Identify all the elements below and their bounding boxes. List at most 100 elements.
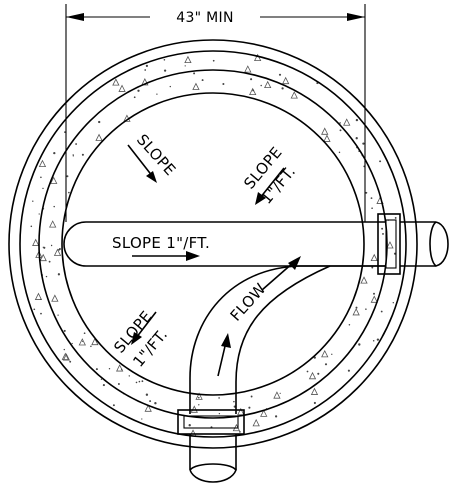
- bench-outer-circle: [38, 69, 388, 419]
- slope-arrow-upper-left: [127, 144, 157, 183]
- aggregate-triangle: [343, 118, 351, 126]
- aggregate-dot: [64, 131, 66, 133]
- aggregate-dot: [371, 266, 374, 269]
- aggregate-dot: [128, 375, 131, 377]
- aggregate-dot: [313, 401, 316, 405]
- aggregate-dot: [75, 143, 78, 145]
- aggregate-dot: [252, 89, 255, 92]
- aggregate-dot: [371, 207, 373, 209]
- aggregate-dot: [218, 412, 221, 415]
- aggregate-dot: [201, 79, 204, 82]
- dimension-label: 43" MIN: [176, 10, 234, 26]
- aggregate-dot: [69, 360, 72, 363]
- aggregate-triangle: [310, 387, 319, 395]
- aggregate-dot: [40, 176, 42, 179]
- slope-arrow-upper-right: [255, 167, 285, 205]
- aggregate-triangle: [95, 133, 103, 141]
- aggregate-dot: [30, 225, 33, 228]
- aggregate-dot: [324, 363, 328, 366]
- aggregate-dot: [260, 84, 262, 87]
- aggregate-triangle: [323, 134, 331, 142]
- aggregate-dot: [339, 122, 341, 124]
- aggregate-triangle: [308, 371, 317, 380]
- aggregate-triangle: [116, 364, 124, 372]
- aggregate-dot: [281, 87, 284, 90]
- aggregate-dot: [141, 380, 144, 383]
- aggregate-dot: [72, 155, 74, 157]
- aggregate-dot: [141, 418, 143, 420]
- aggregate-triangle: [290, 91, 298, 99]
- aggregate-dot: [50, 244, 53, 247]
- aggregate-triangle: [32, 238, 40, 246]
- aggregate-triangle: [112, 78, 120, 86]
- aggregate-dot: [279, 392, 281, 394]
- aggregate-triangle: [195, 392, 203, 400]
- aggregate-dot: [163, 59, 166, 61]
- aggregate-dot: [45, 275, 48, 278]
- aggregate-triangle: [39, 253, 47, 262]
- aggregate-triangle: [321, 127, 329, 135]
- aggregate-dot: [233, 400, 235, 403]
- aggregate-dot: [355, 306, 358, 309]
- aggregate-triangle: [386, 241, 394, 249]
- aggregate-triangle: [50, 176, 58, 184]
- aggregate-dot: [370, 197, 373, 200]
- aggregate-triangle: [321, 349, 329, 358]
- aggregate-dot: [40, 312, 42, 315]
- aggregate-triangle: [78, 338, 86, 346]
- channel-horizontal: [63, 221, 386, 267]
- aggregate-dot: [102, 384, 105, 387]
- aggregate-dot: [373, 292, 375, 295]
- aggregate-dot: [98, 120, 101, 124]
- pipe-inlet-bottom: [177, 409, 245, 483]
- aggregate-dot: [222, 82, 225, 86]
- aggregate-dot: [218, 397, 220, 399]
- pipe-outlet-right: [377, 213, 449, 275]
- aggregate-dot: [81, 153, 84, 156]
- aggregate-dot: [135, 381, 138, 384]
- aggregate-dot: [184, 65, 186, 67]
- aggregate-dot: [145, 64, 149, 68]
- aggregate-triangle: [264, 80, 272, 89]
- aggregate-dot: [198, 396, 200, 399]
- aggregate-triangle: [260, 409, 268, 417]
- aggregate-dot: [355, 118, 359, 122]
- slope-arrow-channel: [132, 251, 200, 261]
- aggregate-triangle: [360, 276, 368, 284]
- aggregate-dot: [193, 72, 196, 75]
- label-slope-upper-left: SLOPE: [133, 131, 179, 180]
- aggregate-dot: [58, 247, 61, 251]
- aggregate-dot: [133, 96, 136, 99]
- aggregate-dot: [32, 200, 34, 202]
- aggregate-dot: [274, 415, 278, 418]
- aggregate-dot: [250, 78, 253, 81]
- aggregate-dot: [163, 69, 167, 72]
- aggregate-triangle: [282, 76, 290, 85]
- aggregate-dot: [42, 246, 44, 248]
- aggregate-triangle: [237, 407, 245, 416]
- slope-arrow-lower-left: [131, 311, 157, 345]
- aggregate-dot: [358, 343, 361, 346]
- aggregate-dot: [376, 338, 380, 341]
- aggregate-triangle: [370, 295, 378, 303]
- flow-arrow-lower: [217, 333, 231, 377]
- aggregate-triangle: [249, 87, 257, 96]
- aggregate-dot: [57, 273, 61, 276]
- aggregate-dot: [66, 175, 69, 178]
- aggregate-dot: [145, 393, 149, 396]
- aggregate-dot: [117, 383, 120, 385]
- aggregate-dot: [394, 216, 397, 219]
- bench-inner-circle: [61, 92, 365, 396]
- aggregate-dot: [248, 406, 251, 409]
- aggregate-dot: [348, 323, 351, 326]
- aggregate-dot: [392, 302, 394, 304]
- aggregate-dot: [40, 298, 42, 300]
- aggregate-triangle: [244, 65, 252, 73]
- aggregate-dot: [381, 227, 384, 230]
- aggregate-dot: [338, 151, 341, 154]
- outer-wall-inner-circle: [19, 50, 407, 438]
- aggregate-triangle: [252, 418, 260, 427]
- aggregate-triangle: [51, 294, 59, 302]
- aggregate-dot: [365, 308, 367, 310]
